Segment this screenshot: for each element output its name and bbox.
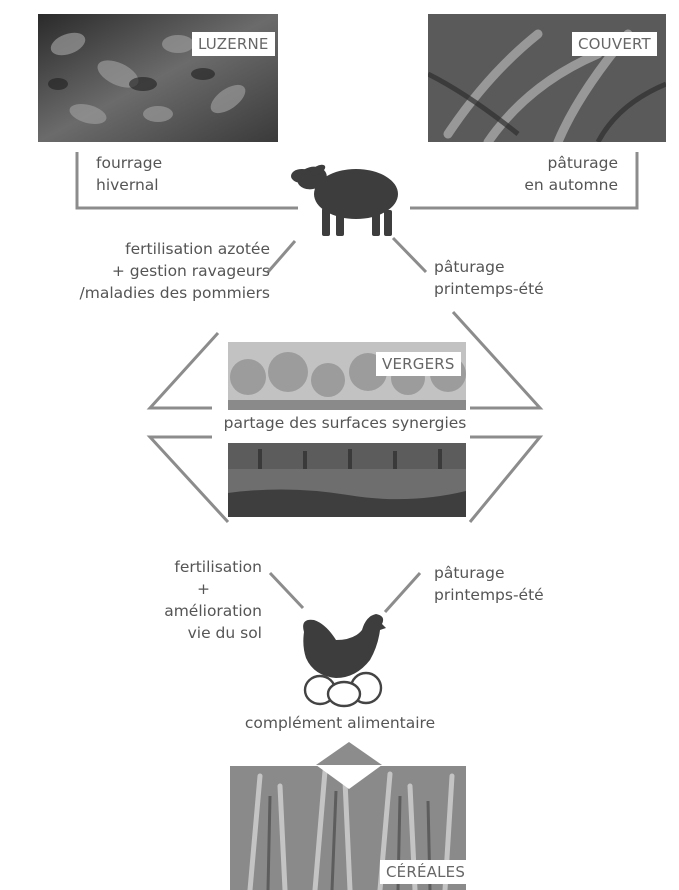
- sheep-right-diagonal: [391, 236, 428, 274]
- fertilisation-sol-label: fertilisation + amélioration vie du sol: [100, 556, 262, 644]
- luzerne-connector: [75, 152, 298, 210]
- vergers-photo: VERGERS: [228, 342, 466, 410]
- vergers-photo-bottom: [228, 443, 466, 517]
- hen-right-diagonal: [383, 571, 422, 614]
- orchard-top-left: [146, 331, 220, 410]
- cereal-notch: [316, 765, 382, 789]
- orchard-bottom-left: [146, 435, 230, 524]
- luzerne-label: LUZERNE: [192, 32, 275, 56]
- couvert-label: COUVERT: [572, 32, 657, 56]
- couvert-photo: COUVERT: [428, 14, 666, 142]
- fertilisation-sol-line-2: +: [197, 580, 210, 598]
- paturage-printemps-bottom-line-2: printemps-été: [434, 586, 544, 604]
- hen-icon: [303, 614, 386, 678]
- hen-left-diagonal: [268, 571, 305, 610]
- fertilisation-sol-line-3: amélioration: [164, 602, 262, 620]
- sheep-left-diagonal: [266, 240, 297, 273]
- luzerne-photo: LUZERNE: [38, 14, 278, 142]
- eggs-icon: [303, 671, 383, 708]
- paturage-printemps-top-line-2: printemps-été: [434, 280, 544, 298]
- vergers-label: VERGERS: [376, 352, 461, 376]
- sheep-icon: [291, 164, 398, 236]
- paturage-printemps-top-line-1: pâturage: [434, 258, 505, 276]
- paturage-printemps-bottom-line-1: pâturage: [434, 564, 505, 582]
- fertilisation-azotee-line-1: fertilisation azotée: [125, 240, 270, 258]
- orchard-top-right: [451, 310, 544, 410]
- fertilisation-sol-line-1: fertilisation: [174, 558, 262, 576]
- orchard-bottom-right: [468, 435, 544, 523]
- partage-label: partage des surfaces synergies: [223, 414, 467, 432]
- paturage-automne-line-1: pâturage: [547, 154, 618, 172]
- fourrage-line-1: fourrage: [96, 154, 163, 172]
- paturage-automne-line-2: en automne: [524, 176, 618, 194]
- paturage-printemps-label-bottom: pâturage printemps-été: [434, 562, 544, 606]
- fertilisation-azotee-line-3: /maladies des pommiers: [79, 284, 271, 302]
- complement-label: complément alimentaire: [244, 714, 436, 732]
- fertilisation-azotee-line-2: + gestion ravageurs: [111, 262, 270, 280]
- fertilisation-azotee-label: fertilisation azotée + gestion ravageurs…: [8, 238, 271, 304]
- paturage-automne-label: pâturage en automne: [460, 152, 618, 196]
- cereal-arrow: [316, 742, 382, 765]
- fertilisation-sol-line-4: vie du sol: [187, 624, 262, 642]
- fourrage-label: fourrage hivernal: [96, 152, 162, 196]
- paturage-printemps-label-top: pâturage printemps-été: [434, 256, 544, 300]
- cereales-label: CÉRÉALES: [380, 860, 466, 884]
- fourrage-line-2: hivernal: [96, 176, 159, 194]
- couvert-connector: [410, 152, 639, 210]
